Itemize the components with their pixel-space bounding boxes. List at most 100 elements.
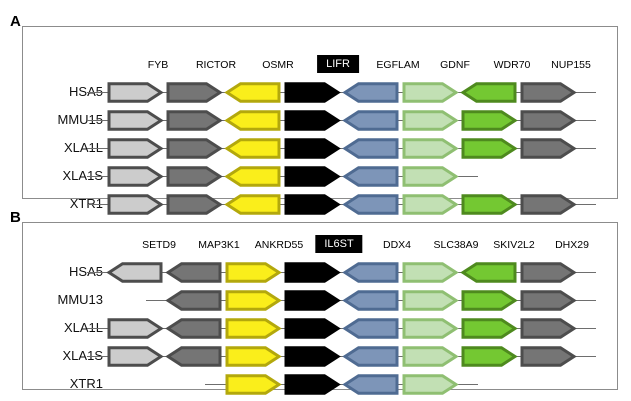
species-label-mmu13: MMU13 (57, 292, 103, 307)
gene-arrow-egflam[interactable] (345, 167, 397, 186)
gene-arrow-rictor[interactable] (168, 167, 220, 186)
gene-arrow-il6st[interactable] (286, 263, 338, 282)
gene-arrow-map3k1[interactable] (168, 347, 220, 366)
synteny-row: MMU13 (57, 287, 596, 313)
gene-arrow-ddx4[interactable] (345, 319, 397, 338)
chromosome-backbone (87, 356, 596, 358)
gene-arrow-il6st[interactable] (286, 319, 338, 338)
gene-label-ankrd55: ANKRD55 (254, 239, 304, 251)
gene-arrow-skiv2l2[interactable] (463, 263, 515, 282)
gene-arrow-dhx29[interactable] (522, 347, 574, 366)
gene-arrow-map3k1[interactable] (168, 263, 220, 282)
gene-arrow-slc38a9[interactable] (404, 319, 456, 338)
gene-arrow-gdnf[interactable] (404, 83, 456, 102)
gene-label-wdr70: WDR70 (493, 59, 531, 71)
gene-arrow-setd9[interactable] (109, 347, 161, 366)
gene-arrow-egflam[interactable] (345, 195, 397, 214)
gene-arrow-nup155[interactable] (522, 195, 574, 214)
gene-arrow-osmr[interactable] (227, 139, 279, 158)
gene-arrow-fyb[interactable] (109, 195, 161, 214)
gene-arrow-osmr[interactable] (227, 195, 279, 214)
gene-arrow-setd9[interactable] (109, 263, 161, 282)
chromosome-backbone (205, 384, 478, 386)
gene-arrow-egflam[interactable] (345, 111, 397, 130)
gene-arrow-map3k1[interactable] (168, 291, 220, 310)
species-label-mmu15: MMU15 (57, 112, 103, 127)
gene-arrow-ddx4[interactable] (345, 263, 397, 282)
gene-arrow-egflam[interactable] (345, 139, 397, 158)
gene-arrow-ankrd55[interactable] (227, 375, 279, 394)
gene-arrow-osmr[interactable] (227, 83, 279, 102)
gene-arrow-slc38a9[interactable] (404, 375, 456, 394)
gene-arrow-wdr70[interactable] (463, 195, 515, 214)
gene-arrow-map3k1[interactable] (168, 319, 220, 338)
gene-arrow-fyb[interactable] (109, 83, 161, 102)
gene-arrow-wdr70[interactable] (463, 111, 515, 130)
gene-arrow-il6st[interactable] (286, 375, 338, 394)
gene-arrow-rictor[interactable] (168, 139, 220, 158)
gene-arrow-dhx29[interactable] (522, 319, 574, 338)
gene-arrow-gdnf[interactable] (404, 139, 456, 158)
gene-arrow-rictor[interactable] (168, 83, 220, 102)
synteny-row: XLA1S (63, 163, 581, 189)
gene-arrow-fyb[interactable] (109, 139, 161, 158)
gene-arrow-ddx4[interactable] (345, 291, 397, 310)
gene-arrow-lifr[interactable] (286, 111, 338, 130)
gene-arrow-nup155[interactable] (522, 83, 574, 102)
gene-arrow-lifr[interactable] (286, 167, 338, 186)
gene-label-slc38a9: SLC38A9 (433, 239, 479, 251)
gene-arrow-il6st[interactable] (286, 347, 338, 366)
gene-arrow-osmr[interactable] (227, 111, 279, 130)
species-label-xla1l: XLA1L (63, 320, 103, 335)
gene-label-osmr: OSMR (262, 59, 294, 71)
gene-arrow-lifr[interactable] (286, 195, 338, 214)
gene-arrow-setd9[interactable] (109, 319, 161, 338)
gene-arrow-wdr70[interactable] (463, 139, 515, 158)
gene-label-nup155: NUP155 (551, 59, 591, 71)
gene-arrow-egflam[interactable] (345, 83, 397, 102)
gene-arrow-dhx29[interactable] (522, 291, 574, 310)
gene-arrow-gdnf[interactable] (404, 111, 456, 130)
species-label-hsa5: HSA5 (69, 84, 103, 99)
gene-label-setd9: SETD9 (142, 239, 176, 251)
gene-arrow-lifr[interactable] (286, 139, 338, 158)
gene-arrow-ddx4[interactable] (345, 375, 397, 394)
synteny-row: MMU15 (57, 107, 596, 133)
species-label-hsa5: HSA5 (69, 264, 103, 279)
gene-arrow-osmr[interactable] (227, 167, 279, 186)
gene-arrow-slc38a9[interactable] (404, 347, 456, 366)
synteny-row: XTR1 (70, 191, 596, 217)
gene-arrow-skiv2l2[interactable] (463, 347, 515, 366)
gene-arrow-skiv2l2[interactable] (463, 291, 515, 310)
gene-arrow-ankrd55[interactable] (227, 263, 279, 282)
gene-arrow-fyb[interactable] (109, 167, 161, 186)
gene-label-il6st: IL6ST (315, 235, 363, 253)
gene-arrow-nup155[interactable] (522, 111, 574, 130)
gene-arrow-ankrd55[interactable] (227, 347, 279, 366)
chromosome-backbone (87, 120, 596, 122)
gene-arrow-ddx4[interactable] (345, 347, 397, 366)
gene-arrow-gdnf[interactable] (404, 167, 456, 186)
gene-arrow-fyb[interactable] (109, 111, 161, 130)
gene-arrow-nup155[interactable] (522, 139, 574, 158)
gene-arrow-lifr[interactable] (286, 83, 338, 102)
gene-arrow-skiv2l2[interactable] (463, 319, 515, 338)
gene-arrow-wdr70[interactable] (463, 83, 515, 102)
gene-label-gdnf: GDNF (440, 59, 470, 71)
gene-arrow-ankrd55[interactable] (227, 319, 279, 338)
gene-arrow-rictor[interactable] (168, 111, 220, 130)
gene-arrow-slc38a9[interactable] (404, 291, 456, 310)
gene-label-skiv2l2: SKIV2L2 (493, 239, 535, 251)
gene-arrow-ankrd55[interactable] (227, 291, 279, 310)
gene-label-lifr: LIFR (317, 55, 359, 73)
panel-letter-b: B (10, 209, 21, 226)
gene-arrow-slc38a9[interactable] (404, 263, 456, 282)
gene-arrow-il6st[interactable] (286, 291, 338, 310)
synteny-row: XLA1S (63, 343, 596, 369)
chromosome-backbone (87, 92, 596, 94)
gene-arrow-gdnf[interactable] (404, 195, 456, 214)
synteny-row: HSA5 (69, 79, 596, 105)
gene-arrow-rictor[interactable] (168, 195, 220, 214)
gene-arrow-dhx29[interactable] (522, 263, 574, 282)
